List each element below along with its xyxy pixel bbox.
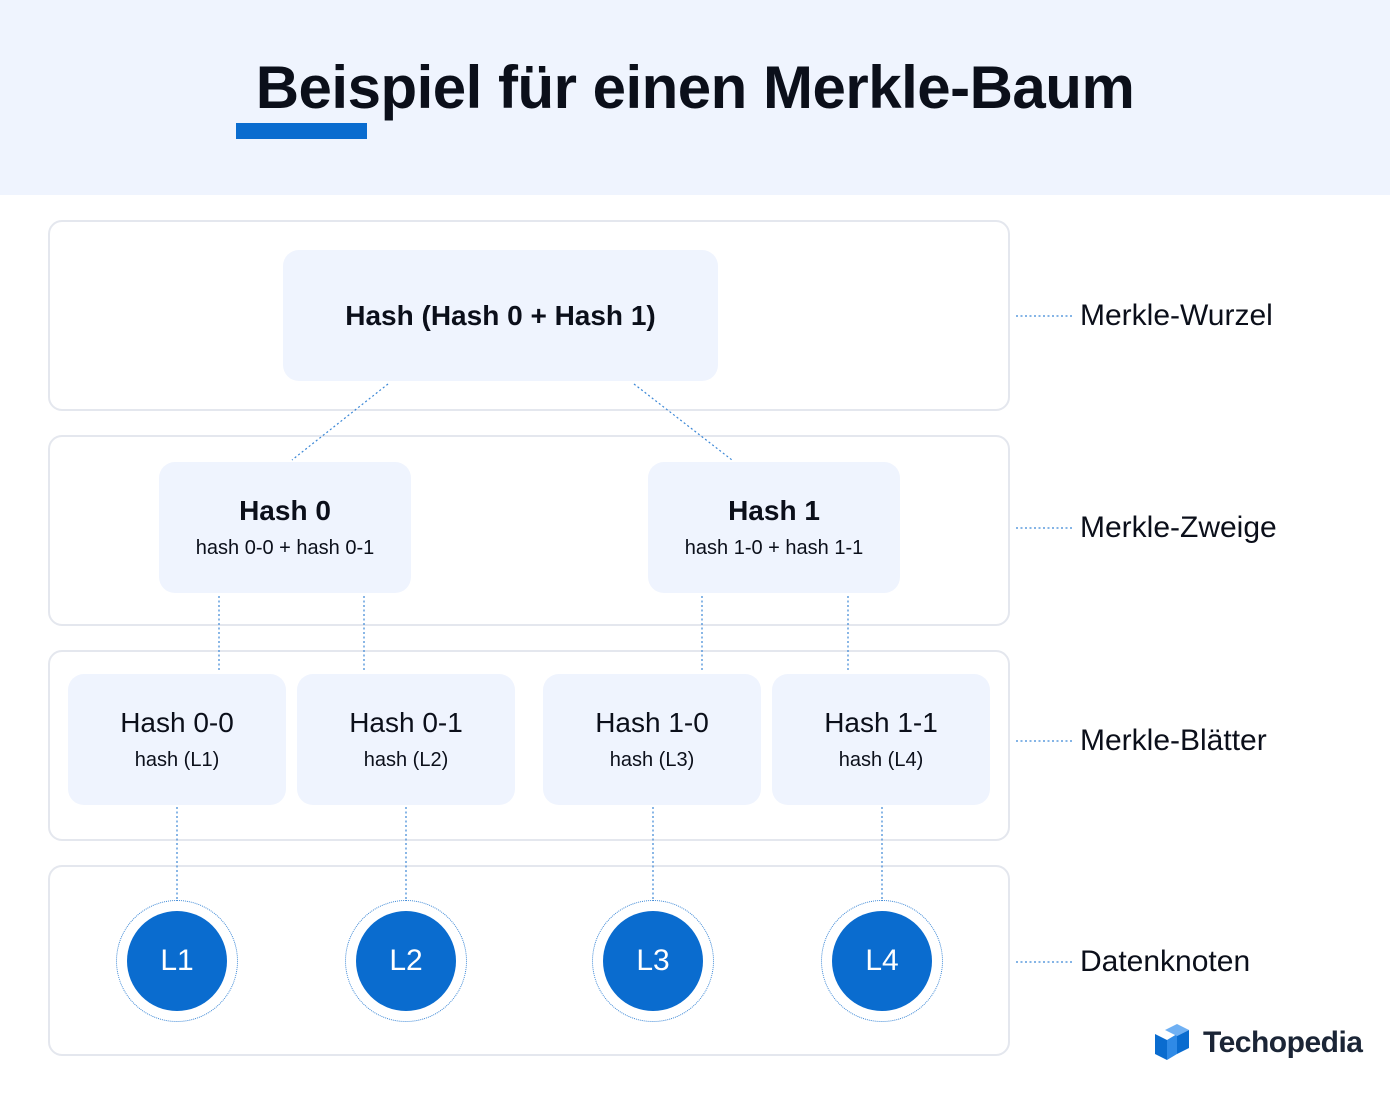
branch-sub: hash 0-0 + hash 0-1: [195, 537, 375, 559]
techopedia-logo-icon: [1155, 1024, 1189, 1060]
leaf-label: Hash 1-0: [595, 707, 709, 738]
data-node-label: L1: [127, 911, 227, 1011]
leaf-label: Hash 1-1: [824, 707, 938, 738]
techopedia-logo: Techopedia: [1153, 1024, 1363, 1062]
branch-label: Hash 1: [728, 495, 820, 526]
leaf-sub: hash (L2): [363, 749, 449, 771]
title-underline: [236, 123, 367, 139]
branch-node-hash0: Hash 0 hash 0-0 + hash 0-1: [159, 462, 411, 593]
level-label-leaves: Merkle-Blätter: [1080, 724, 1267, 757]
leaf-label: Hash 0-1: [349, 707, 463, 738]
page-title: Beispiel für einen Merkle-Baum: [255, 54, 1135, 121]
branch-label: Hash 0: [239, 495, 331, 526]
connector-root-hash0: [291, 383, 389, 461]
leaf-node-hash10: Hash 1-0 hash (L3): [543, 674, 761, 805]
leaf-sub: hash (L3): [609, 749, 695, 771]
brand-name: Techopedia: [1203, 1026, 1363, 1059]
data-node-l1: L1: [116, 900, 238, 1022]
leaf-node-hash11: Hash 1-1 hash (L4): [772, 674, 990, 805]
connector-root-hash1: [633, 383, 733, 461]
header-banner: Beispiel für einen Merkle-Baum: [0, 0, 1390, 195]
merkle-root-node: Hash (Hash 0 + Hash 1): [283, 250, 718, 381]
level-label-branches: Merkle-Zweige: [1080, 511, 1277, 544]
level-label-data: Datenknoten: [1080, 945, 1251, 978]
data-node-label: L3: [603, 911, 703, 1011]
data-node-l4: L4: [821, 900, 943, 1022]
leaf-sub: hash (L1): [134, 749, 220, 771]
data-node-label: L2: [356, 911, 456, 1011]
leaf-node-hash01: Hash 0-1 hash (L2): [297, 674, 515, 805]
merkle-root-label: Hash (Hash 0 + Hash 1): [345, 299, 656, 331]
data-node-label: L4: [832, 911, 932, 1011]
data-node-l3: L3: [592, 900, 714, 1022]
data-node-l2: L2: [345, 900, 467, 1022]
leaf-label: Hash 0-0: [120, 707, 234, 738]
leaf-sub: hash (L4): [838, 749, 924, 771]
level-label-root: Merkle-Wurzel: [1080, 299, 1273, 332]
leaf-node-hash00: Hash 0-0 hash (L1): [68, 674, 286, 805]
branch-node-hash1: Hash 1 hash 1-0 + hash 1-1: [648, 462, 900, 593]
branch-sub: hash 1-0 + hash 1-1: [684, 537, 864, 559]
